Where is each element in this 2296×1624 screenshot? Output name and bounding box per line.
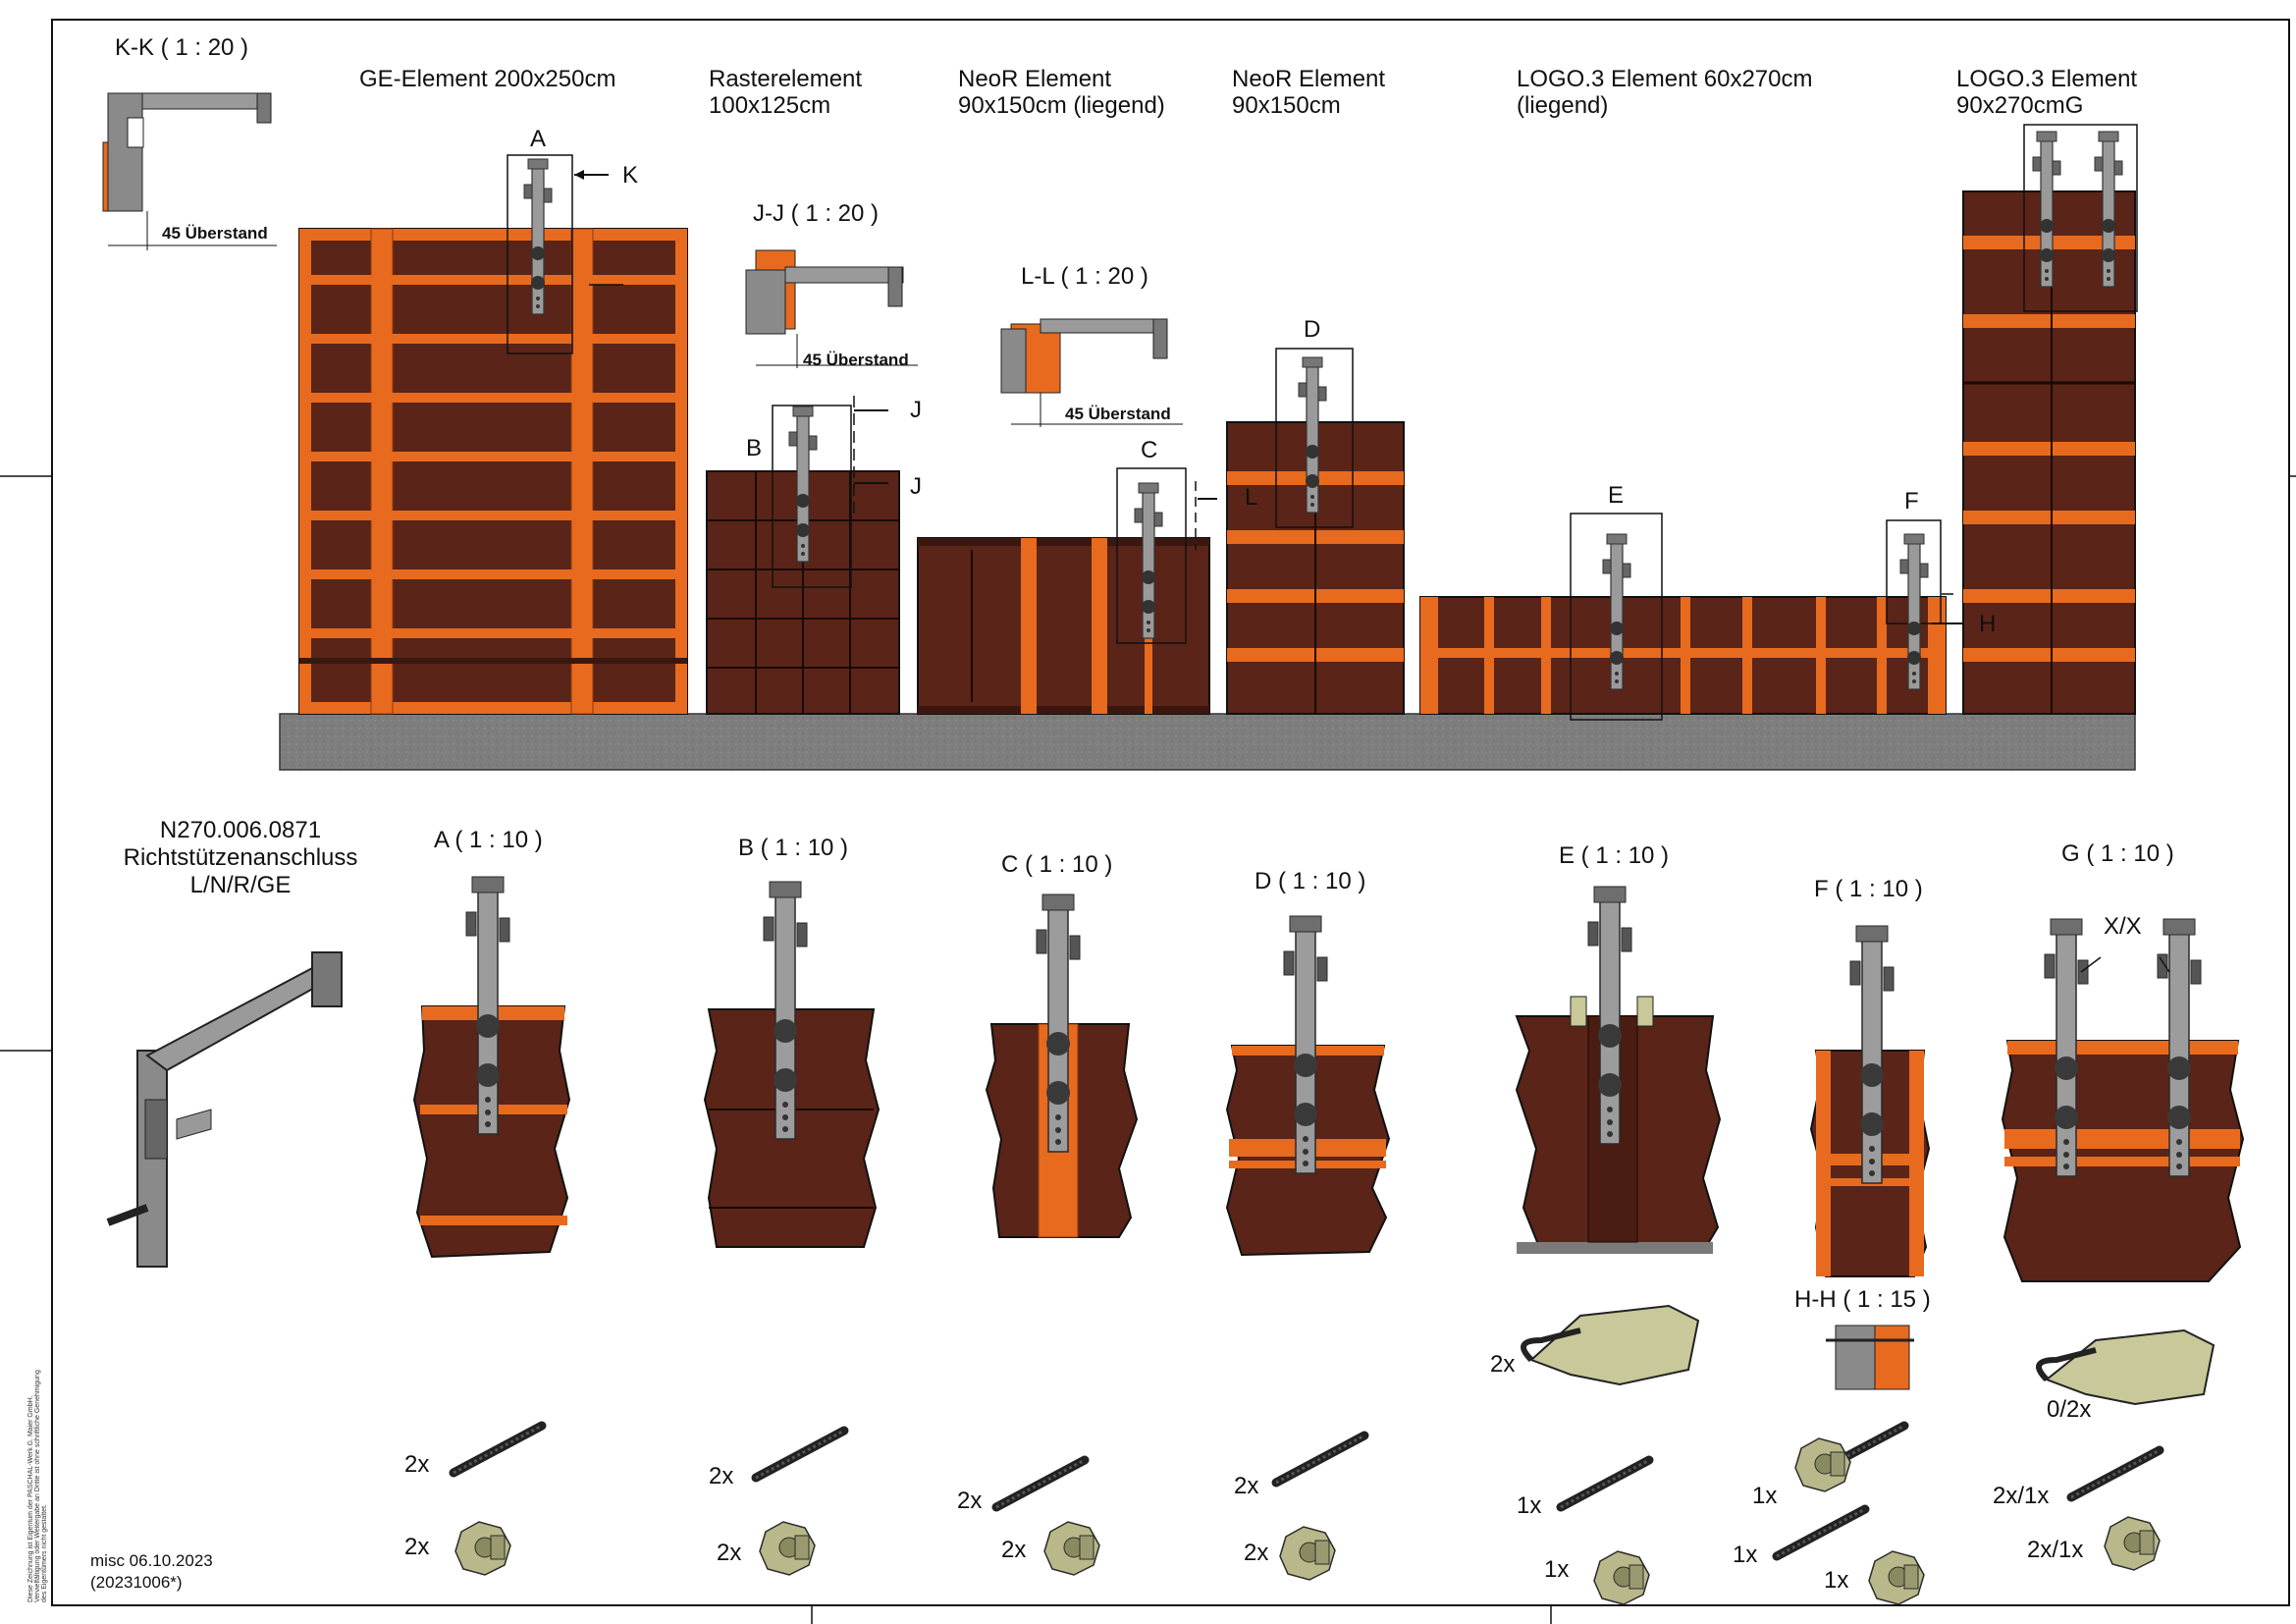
qty-a-nut: 2x [404,1534,430,1560]
section-kk-label: K-K ( 1 : 20 ) [115,34,249,61]
logo3-element-liegend [1419,596,1947,715]
overhang-ll: 45 Überstand [1065,405,1171,423]
marker-h: H [1979,611,1997,637]
element-logo3-liegend-note: (liegend) [1517,92,1609,119]
element-logo3-title: LOGO.3 Element [1956,66,2138,92]
qty-f-nut-bottom: 1x [1824,1567,1849,1594]
detail-b-label: B ( 1 : 10 ) [738,835,849,861]
part-name: Richtstützenanschluss [123,844,358,871]
element-raster-size: 100x125cm [709,92,831,119]
detail-e-label: E ( 1 : 10 ) [1559,842,1670,869]
element-neor-title: NeoR Element [1232,66,1386,92]
detail-d-label: D ( 1 : 10 ) [1255,868,1366,894]
section-ll-drawing [1000,318,1183,427]
qty-a-rod: 2x [404,1451,430,1478]
detail-e-drawing [1515,886,1722,1254]
qty-g-nut: 2x/1x [2027,1537,2084,1563]
section-ll-label: L-L ( 1 : 20 ) [1021,263,1148,290]
brace-connector-isometric [106,951,343,1268]
section-kk-drawing [102,92,277,250]
detail-f-label: F ( 1 : 10 ) [1814,876,1923,902]
clamp-e [1521,1304,1700,1386]
marker-c: C [1141,437,1158,463]
detail-d-drawing [1225,915,1391,1257]
qty-d-nut: 2x [1244,1540,1269,1566]
qty-b-nut: 2x [717,1540,742,1566]
qty-f-rod: 1x [1733,1542,1758,1568]
footer-date: misc 06.10.2023 [90,1551,213,1570]
qty-g-rod: 2x/1x [1993,1483,2050,1509]
ge-element [298,228,688,715]
detail-b-drawing [703,881,881,1248]
marker-j-bottom: J [910,473,922,500]
marker-e: E [1608,482,1625,509]
qty-c-nut: 2x [1001,1537,1027,1563]
clamp-g [2036,1328,2216,1406]
marker-d: D [1304,316,1321,343]
element-neor-liegend-size: 90x150cm (liegend) [958,92,1165,119]
detail-a-label: A ( 1 : 10 ) [434,827,543,853]
part-variant: L/N/R/GE [189,872,292,898]
marker-f: F [1904,488,1919,514]
qty-f-nut-top: 1x [1752,1483,1778,1509]
qty-e-nut: 1x [1544,1556,1570,1583]
element-logo3-liegend-title: LOGO.3 Element 60x270cm [1517,66,1813,92]
detail-c-drawing [985,893,1139,1238]
qty-b-rod: 2x [709,1463,734,1489]
detail-g-label: G ( 1 : 10 ) [2061,840,2174,867]
element-logo3-size: 90x270cmG [1956,92,2084,119]
marker-b: B [746,435,763,461]
detail-a-drawing [412,876,571,1259]
xx-label: X/X [2104,913,2142,940]
element-neor-size: 90x150cm [1232,92,1341,119]
section-jj-label: J-J ( 1 : 20 ) [753,200,880,227]
detail-c-label: C ( 1 : 10 ) [1001,851,1113,878]
marker-l: L [1245,484,1258,511]
ground-slab [279,713,2136,771]
qty-d-rod: 2x [1234,1473,1259,1499]
qty-e-clamp: 2x [1490,1351,1516,1378]
overhang-kk: 45 Überstand [162,224,268,243]
part-number: N270.006.0871 [159,817,322,843]
element-ge-title: GE-Element 200x250cm [359,66,616,92]
marker-a: A [530,126,547,152]
qty-g-clamp: 0/2x [2047,1396,2092,1423]
qty-e-rod: 1x [1517,1492,1542,1519]
neor-element-liegend [917,537,1210,715]
section-jj-drawing [745,249,918,368]
detail-f-drawing [1809,925,1931,1277]
copyright-note: Diese Zeichnung ist Eigentum der PASCHAL… [27,1370,48,1602]
footer-code: (20231006*) [90,1573,183,1592]
section-hh-label: H-H ( 1 : 15 ) [1794,1286,1931,1313]
qty-c-rod: 2x [957,1488,983,1514]
marker-j-top: J [910,397,922,423]
detail-g-drawing [2001,918,2245,1282]
section-hh-drawing [1826,1325,1914,1390]
marker-k: K [622,162,639,189]
overhang-jj: 45 Überstand [803,351,909,369]
element-neor-liegend-title: NeoR Element [958,66,1112,92]
element-raster-title: Rasterelement [709,66,863,92]
